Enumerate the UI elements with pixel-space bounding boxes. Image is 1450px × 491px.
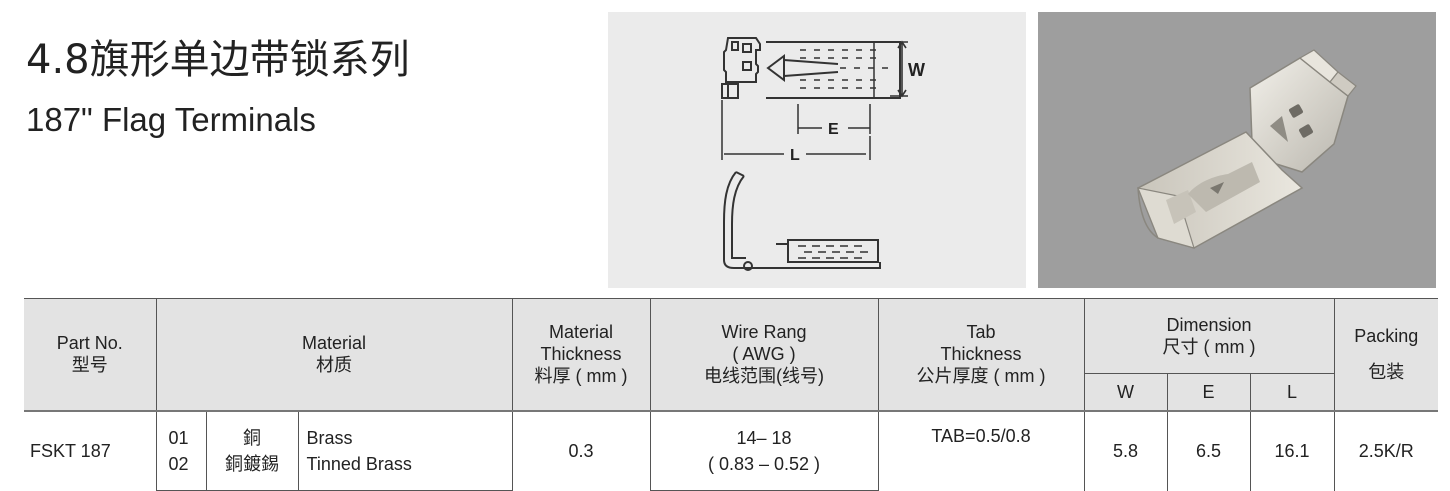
cell-tab: TAB=0.5/0.8: [877, 411, 1085, 491]
header-tab-thickness: Tab Thickness 公片厚度 ( mm ): [877, 298, 1085, 411]
header-packing: Packing 包装: [1333, 298, 1439, 411]
title-english: 187" Flag Terminals: [26, 101, 316, 138]
cell-w: 5.8: [1083, 411, 1168, 491]
cell-part-no: FSKT 187: [30, 441, 111, 462]
technical-drawing: W E L: [608, 12, 1026, 288]
cell-wire-mm: ( 0.83 – 0.52 ): [649, 450, 879, 491]
dimension-label-w: W: [908, 60, 925, 80]
header-material-thickness: Material Thickness 料厚 ( mm ): [511, 298, 651, 411]
header-dimension: Dimension 尺寸 ( mm ): [1083, 298, 1335, 374]
cell-l: 16.1: [1249, 411, 1335, 491]
cell-material-code-2: 02: [155, 450, 206, 491]
dimension-label-l: L: [790, 147, 800, 164]
table-top-rule: [24, 298, 1438, 299]
cell-thickness: 0.3: [511, 411, 651, 491]
cell-wire-awg: 14– 18: [649, 411, 879, 450]
cell-e: 6.5: [1166, 411, 1251, 491]
cell-material-cn-2: 銅鍍錫: [205, 450, 298, 491]
cell-material-en-2: Tinned Brass: [297, 450, 513, 491]
header-material: Material 材质: [155, 298, 513, 411]
header-part-no: Part No. 型号: [24, 298, 156, 411]
specification-table: Part No. 型号 Material 材质 Material Thickne…: [24, 298, 1439, 491]
header-dim-w: W: [1083, 373, 1168, 411]
title-chinese: 4.8旗形单边带锁系列: [26, 37, 410, 83]
cell-material-code-1: 01: [155, 411, 206, 450]
dimension-label-e: E: [828, 121, 839, 138]
top-view-drawing: W E L: [721, 37, 925, 164]
side-view-drawing: [723, 171, 881, 271]
product-photo: [1038, 12, 1436, 288]
header-dim-e: E: [1166, 373, 1251, 411]
header-wire-range: Wire Rang ( AWG ) 电线范围(线号): [649, 298, 879, 411]
header-dim-l: L: [1249, 373, 1335, 411]
cell-material-en-1: Brass: [297, 411, 513, 450]
cell-material-cn-1: 銅: [205, 411, 298, 450]
cell-packing: 2.5K/R: [1333, 411, 1439, 491]
